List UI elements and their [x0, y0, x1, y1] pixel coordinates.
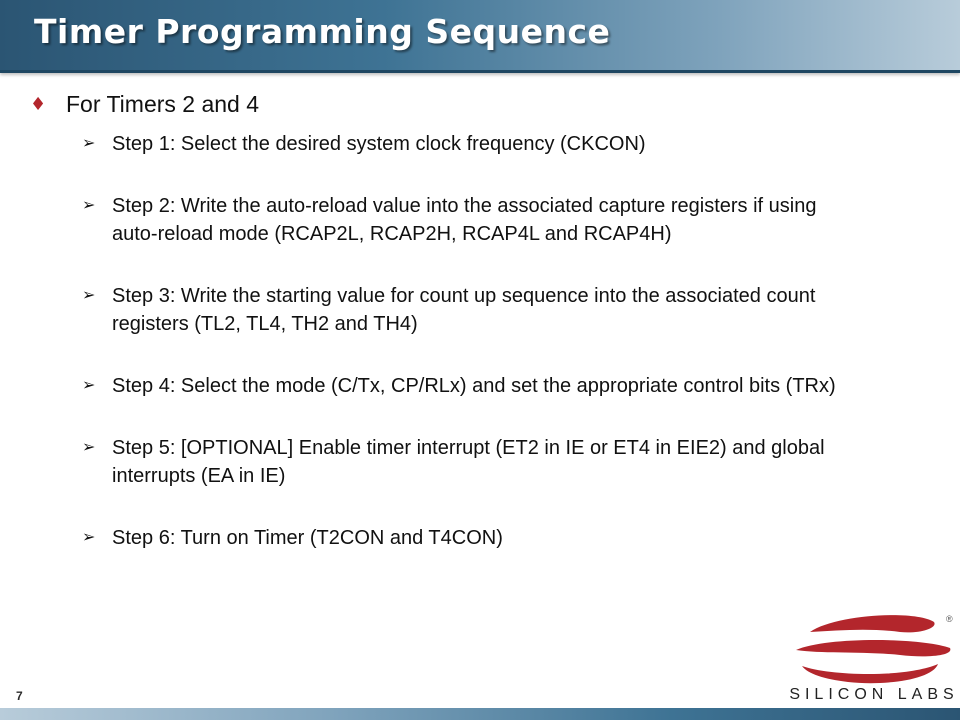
- page-number: 7: [16, 689, 23, 703]
- step-text: Step 4: Select the mode (C/Tx, CP/RLx) a…: [112, 375, 836, 397]
- silicon-labs-logo: ® SILICON LABS: [789, 614, 958, 703]
- step-item-6: ➢ Step 6: Turn on Timer (T2CON and T4CON…: [82, 524, 852, 552]
- arrow-bullet-icon: ➢: [82, 527, 96, 546]
- registered-mark: ®: [946, 614, 953, 624]
- step-item-3: ➢ Step 3: Write the starting value for c…: [82, 282, 852, 338]
- logo-mark-icon: [796, 615, 951, 684]
- title-bar: Timer Programming Sequence: [0, 0, 960, 73]
- step-item-2: ➢ Step 2: Write the auto-reload value in…: [82, 192, 852, 248]
- arrow-bullet-icon: ➢: [82, 133, 96, 152]
- step-text: Step 1: Select the desired system clock …: [112, 133, 646, 155]
- main-bullet-text: For Timers 2 and 4: [66, 91, 260, 117]
- arrow-bullet-icon: ➢: [82, 285, 96, 304]
- step-item-1: ➢ Step 1: Select the desired system cloc…: [82, 130, 852, 158]
- step-item-5: ➢ Step 5: [OPTIONAL] Enable timer interr…: [82, 434, 852, 490]
- step-item-4: ➢ Step 4: Select the mode (C/Tx, CP/RLx)…: [82, 372, 852, 400]
- step-text: Step 3: Write the starting value for cou…: [112, 285, 816, 335]
- arrow-bullet-icon: ➢: [82, 437, 96, 456]
- step-text: Step 5: [OPTIONAL] Enable timer interrup…: [112, 437, 825, 487]
- step-text: Step 6: Turn on Timer (T2CON and T4CON): [112, 527, 503, 549]
- step-text: Step 2: Write the auto-reload value into…: [112, 195, 817, 245]
- diamond-bullet-icon: ♦: [30, 94, 47, 115]
- step-list: ➢ Step 1: Select the desired system cloc…: [82, 130, 852, 586]
- logo-text: SILICON LABS: [789, 686, 958, 703]
- arrow-bullet-icon: ➢: [82, 375, 96, 394]
- slide-title: Timer Programming Sequence: [34, 12, 611, 51]
- main-bullet: ♦ For Timers 2 and 4: [30, 91, 259, 118]
- footer-bar: [0, 708, 960, 720]
- arrow-bullet-icon: ➢: [82, 195, 96, 214]
